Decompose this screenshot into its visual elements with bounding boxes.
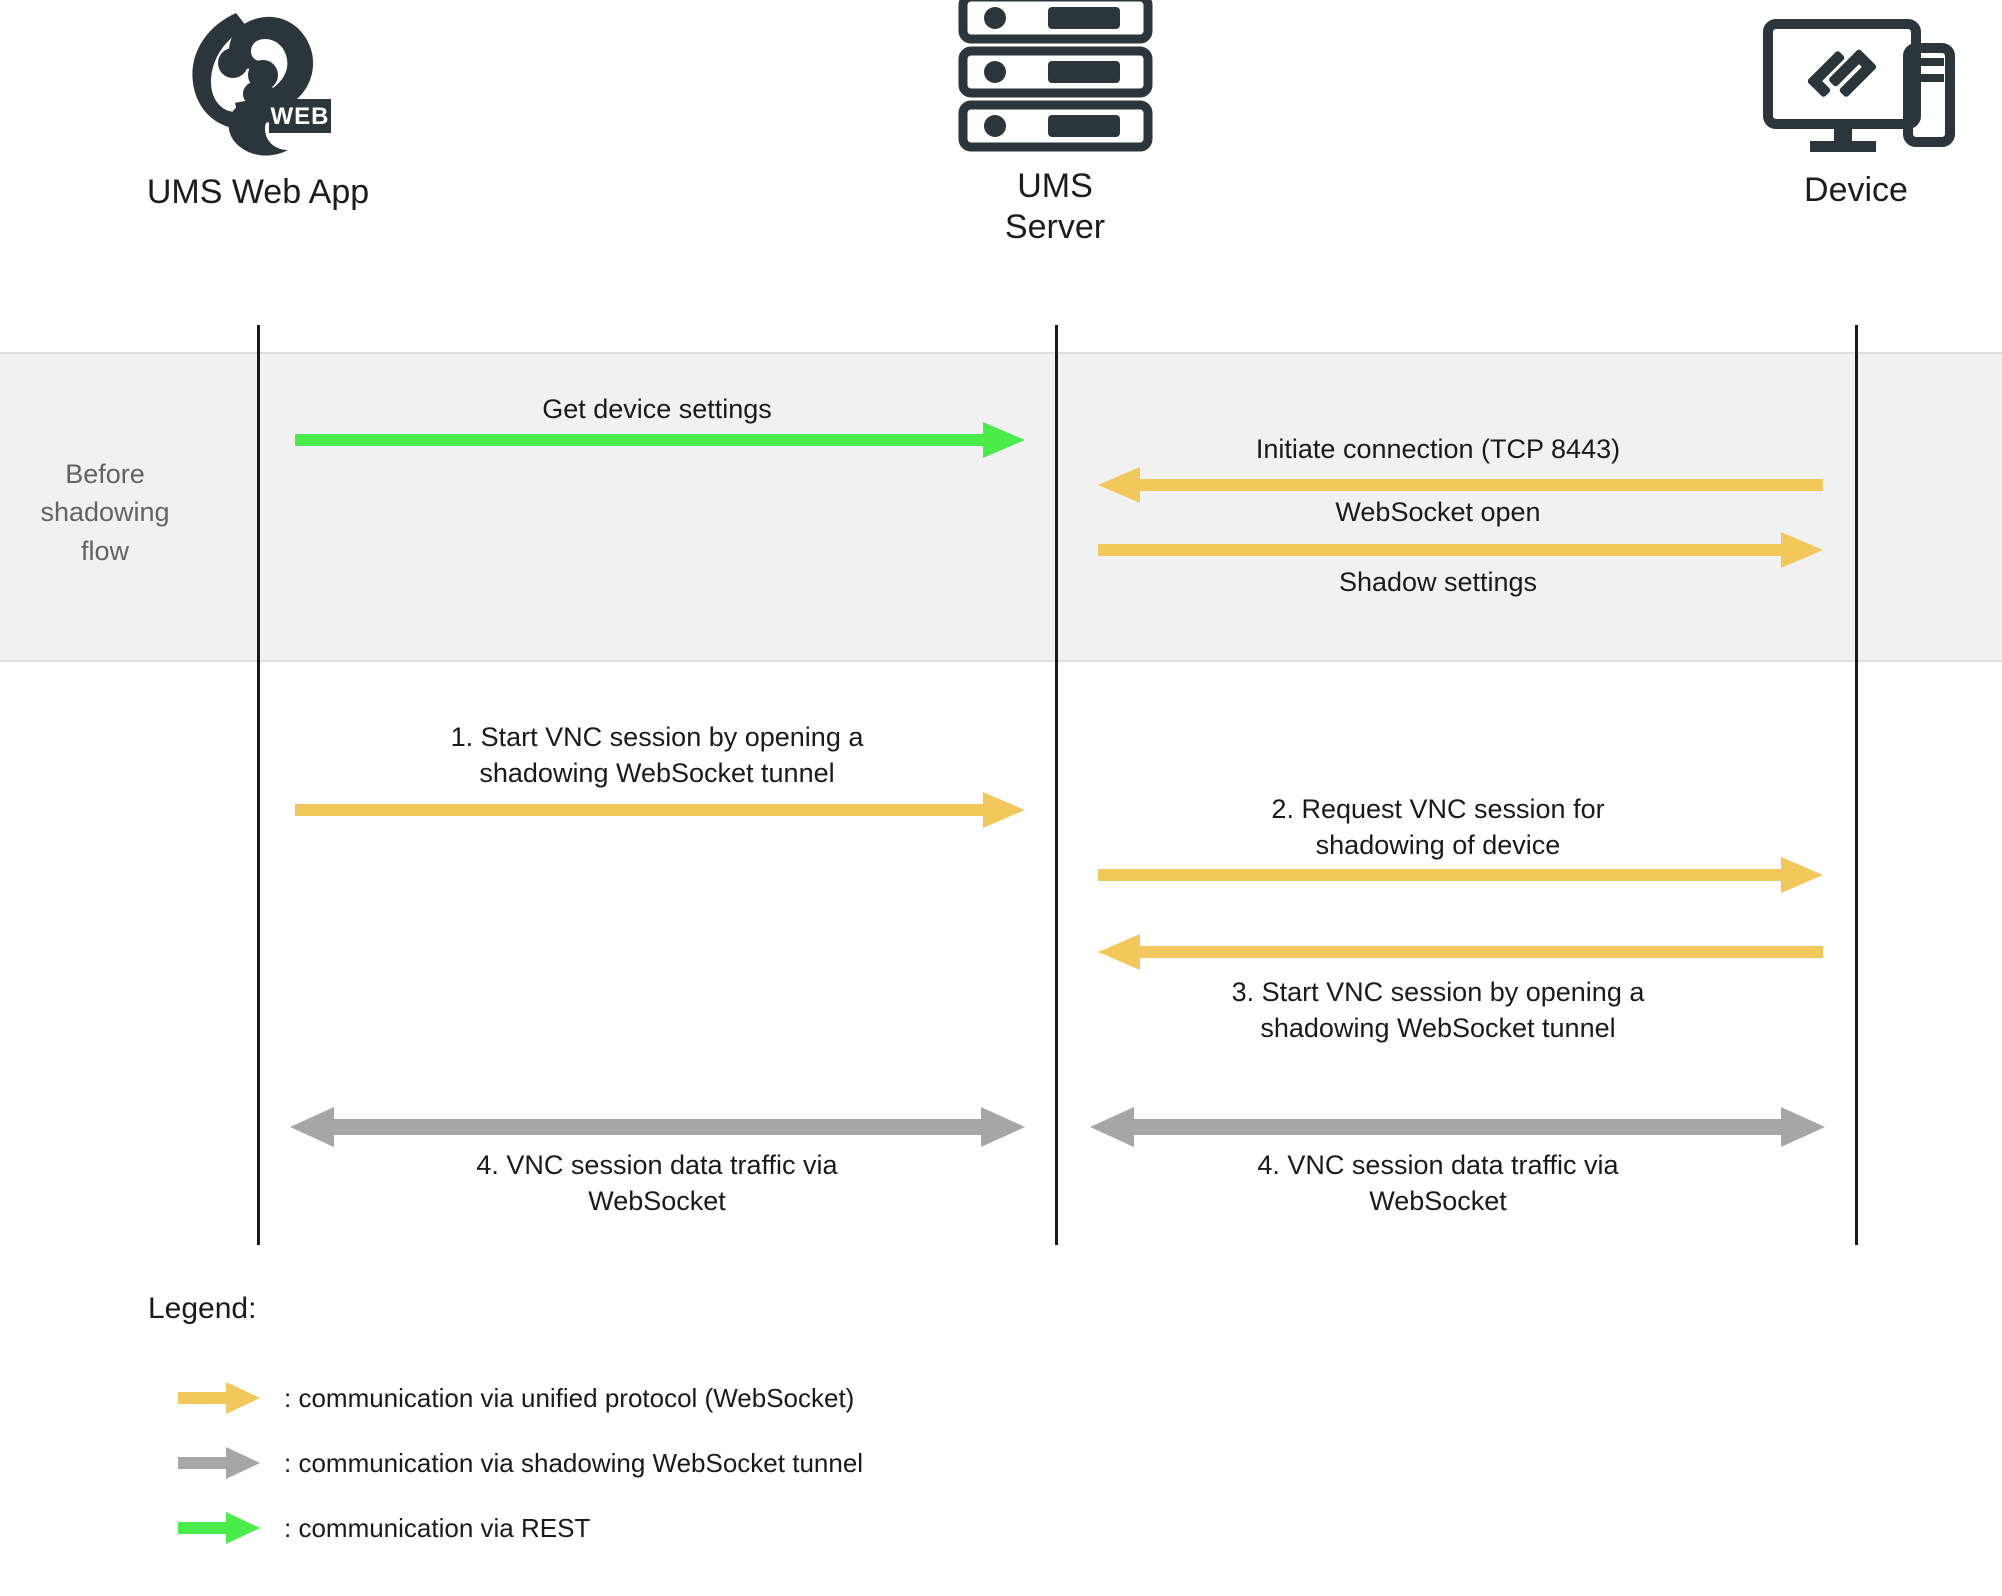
lifeline-ums-web-app xyxy=(257,325,260,1245)
actor-label-ums-server: UMS Server xyxy=(1004,167,1106,247)
before-shadowing-phase-band xyxy=(0,352,2002,662)
message-label-step-2: 2. Request VNC session for shadowing of … xyxy=(1271,794,1605,860)
legend-arrow-shadowing-tunnel-icon xyxy=(178,1446,260,1480)
lifeline-ums-server xyxy=(1055,325,1058,1245)
message-arrow-websocket-open xyxy=(1098,530,1823,570)
actor-ums-server: UMS Server xyxy=(845,0,1265,249)
message-label-initiate-connection: Initiate connection (TCP 8443) xyxy=(1255,434,1621,464)
lifeline-device xyxy=(1855,325,1858,1245)
message-arrow-step-4-left xyxy=(290,1105,1025,1149)
actor-label-device: Device xyxy=(1804,171,1908,209)
message-label-websocket-open: WebSocket open xyxy=(1335,497,1541,527)
phase-band-label: Before shadowing flow xyxy=(40,459,170,566)
legend-item-shadowing-tunnel: : communication via shadowing WebSocket … xyxy=(178,1443,863,1483)
actor-label-ums-web-app: UMS Web App xyxy=(146,173,370,211)
message-label-step-4-right: 4. VNC session data traffic via WebSocke… xyxy=(1257,1150,1619,1216)
svg-text:WEB: WEB xyxy=(271,103,330,130)
legend-arrow-rest-icon xyxy=(178,1511,260,1545)
legend-item-unified-protocol: : communication via unified protocol (We… xyxy=(178,1378,854,1418)
legend-item-rest: : communication via REST xyxy=(178,1508,590,1548)
legend-title: Legend: xyxy=(148,1292,257,1325)
server-rack-icon xyxy=(845,0,1265,152)
message-arrow-step-1 xyxy=(295,790,1025,830)
actor-ums-web-app: WEB UMS Web App xyxy=(48,8,468,213)
message-arrow-step-3 xyxy=(1098,932,1823,972)
legend-text-unified-protocol: : communication via unified protocol (We… xyxy=(284,1382,855,1413)
message-arrow-get-device-settings xyxy=(295,420,1025,460)
legend-text-rest: : communication via REST xyxy=(284,1512,591,1543)
message-label-step-3: 3. Start VNC session by opening a shadow… xyxy=(1231,977,1645,1043)
message-label-step-4-left: 4. VNC session data traffic via WebSocke… xyxy=(476,1150,838,1216)
actor-device: Device xyxy=(1646,6,2002,211)
message-label-get-device-settings: Get device settings xyxy=(542,394,772,424)
legend-arrow-unified-protocol-icon xyxy=(178,1381,260,1415)
legend-text-shadowing-tunnel: : communication via shadowing WebSocket … xyxy=(284,1447,864,1478)
ums-web-logo-icon: WEB xyxy=(48,8,468,158)
desktop-computer-icon xyxy=(1646,6,2002,156)
message-label-step-1: 1. Start VNC session by opening a shadow… xyxy=(450,722,864,788)
message-arrow-initiate-connection xyxy=(1098,465,1823,505)
message-arrow-step-2 xyxy=(1098,855,1823,895)
message-arrow-step-4-right xyxy=(1090,1105,1825,1149)
message-label-shadow-settings: Shadow settings xyxy=(1338,567,1538,597)
